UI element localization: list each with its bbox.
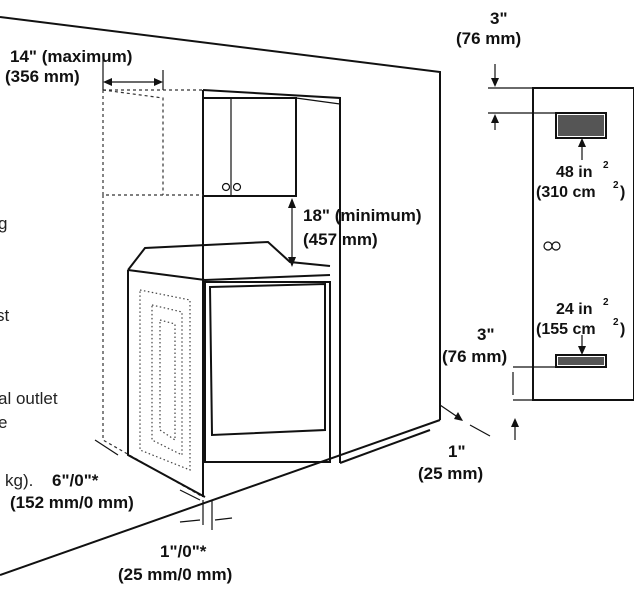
overhead-max-mm-label: (356 mm) xyxy=(5,67,80,86)
text-fragment-st: st xyxy=(0,306,10,325)
bottom-vent-outline xyxy=(555,354,607,368)
top-gap-mm-label: (76 mm) xyxy=(456,29,521,48)
text-fragment-g: g xyxy=(0,214,7,233)
door-knob-icon xyxy=(543,241,561,251)
cabinet-clearance-label: 18" (minimum) xyxy=(303,206,422,225)
dim-14-maximum xyxy=(102,60,164,90)
kg-fragment: kg). xyxy=(5,471,33,490)
dim-rear-6 xyxy=(94,439,201,501)
outlet-fragment: al outlet xyxy=(0,389,58,408)
louvered-vent-icon xyxy=(558,115,604,136)
dim-bottom-3 xyxy=(512,366,556,401)
side-gap-label: 1" xyxy=(448,442,466,461)
back-wall xyxy=(0,16,441,420)
dashed-cabinet-outline xyxy=(102,89,203,196)
overhead-max-label: 14" (maximum) xyxy=(10,47,132,66)
front-gap-label: 1"/0"* xyxy=(160,542,207,561)
dim-side-1 xyxy=(439,404,519,440)
louvered-vent-icon xyxy=(558,357,604,365)
top-vent-area-cm-exp: 2 xyxy=(613,180,619,191)
cabinet-clearance-mm-label: (457 mm) xyxy=(303,230,378,249)
dim-18-minimum xyxy=(288,198,296,267)
side-gap-mm-label: (25 mm) xyxy=(418,464,483,483)
bottom-vent-area-cm-exp: 2 xyxy=(613,317,619,328)
bottom-vent-area-cm-close: ) xyxy=(620,321,625,338)
bottom-gap-mm-label: (76 mm) xyxy=(442,347,507,366)
rear-gap-mm-label: (152 mm/0 mm) xyxy=(10,493,134,512)
rear-gap-label: 6"/0"* xyxy=(52,471,99,490)
bottom-gap-label: 3" xyxy=(477,325,495,344)
closet-door xyxy=(532,87,634,401)
top-vent-outline xyxy=(555,112,607,139)
dim-front-1 xyxy=(179,500,233,530)
dryer-unit xyxy=(127,240,331,498)
bottom-vent-area-in: 24 in xyxy=(556,301,592,318)
top-vent-area-cm: (310 cm xyxy=(536,184,596,201)
bottom-vent-area-cm: (155 cm xyxy=(536,321,596,338)
top-vent-area-label: 48 in 2 (310 cm 2 ) xyxy=(536,160,625,201)
bottom-vent-area-in-exp: 2 xyxy=(603,297,609,308)
upper-cabinet xyxy=(202,97,341,197)
dim-top-3 xyxy=(488,64,556,130)
floor-edge-line xyxy=(0,419,441,576)
top-vent-area-cm-close: ) xyxy=(620,184,625,201)
front-gap-mm-label: (25 mm/0 mm) xyxy=(118,565,232,584)
top-vent-area-in-exp: 2 xyxy=(603,160,609,171)
bottom-vent-area-label: 24 in 2 (155 cm 2 ) xyxy=(536,297,625,338)
top-vent-area-in: 48 in xyxy=(556,164,592,181)
text-fragment-e: e xyxy=(0,413,7,432)
dashed-pedestal-outline xyxy=(102,195,204,498)
top-gap-label: 3" xyxy=(490,9,508,28)
cabinet-knob-icon xyxy=(221,182,242,192)
